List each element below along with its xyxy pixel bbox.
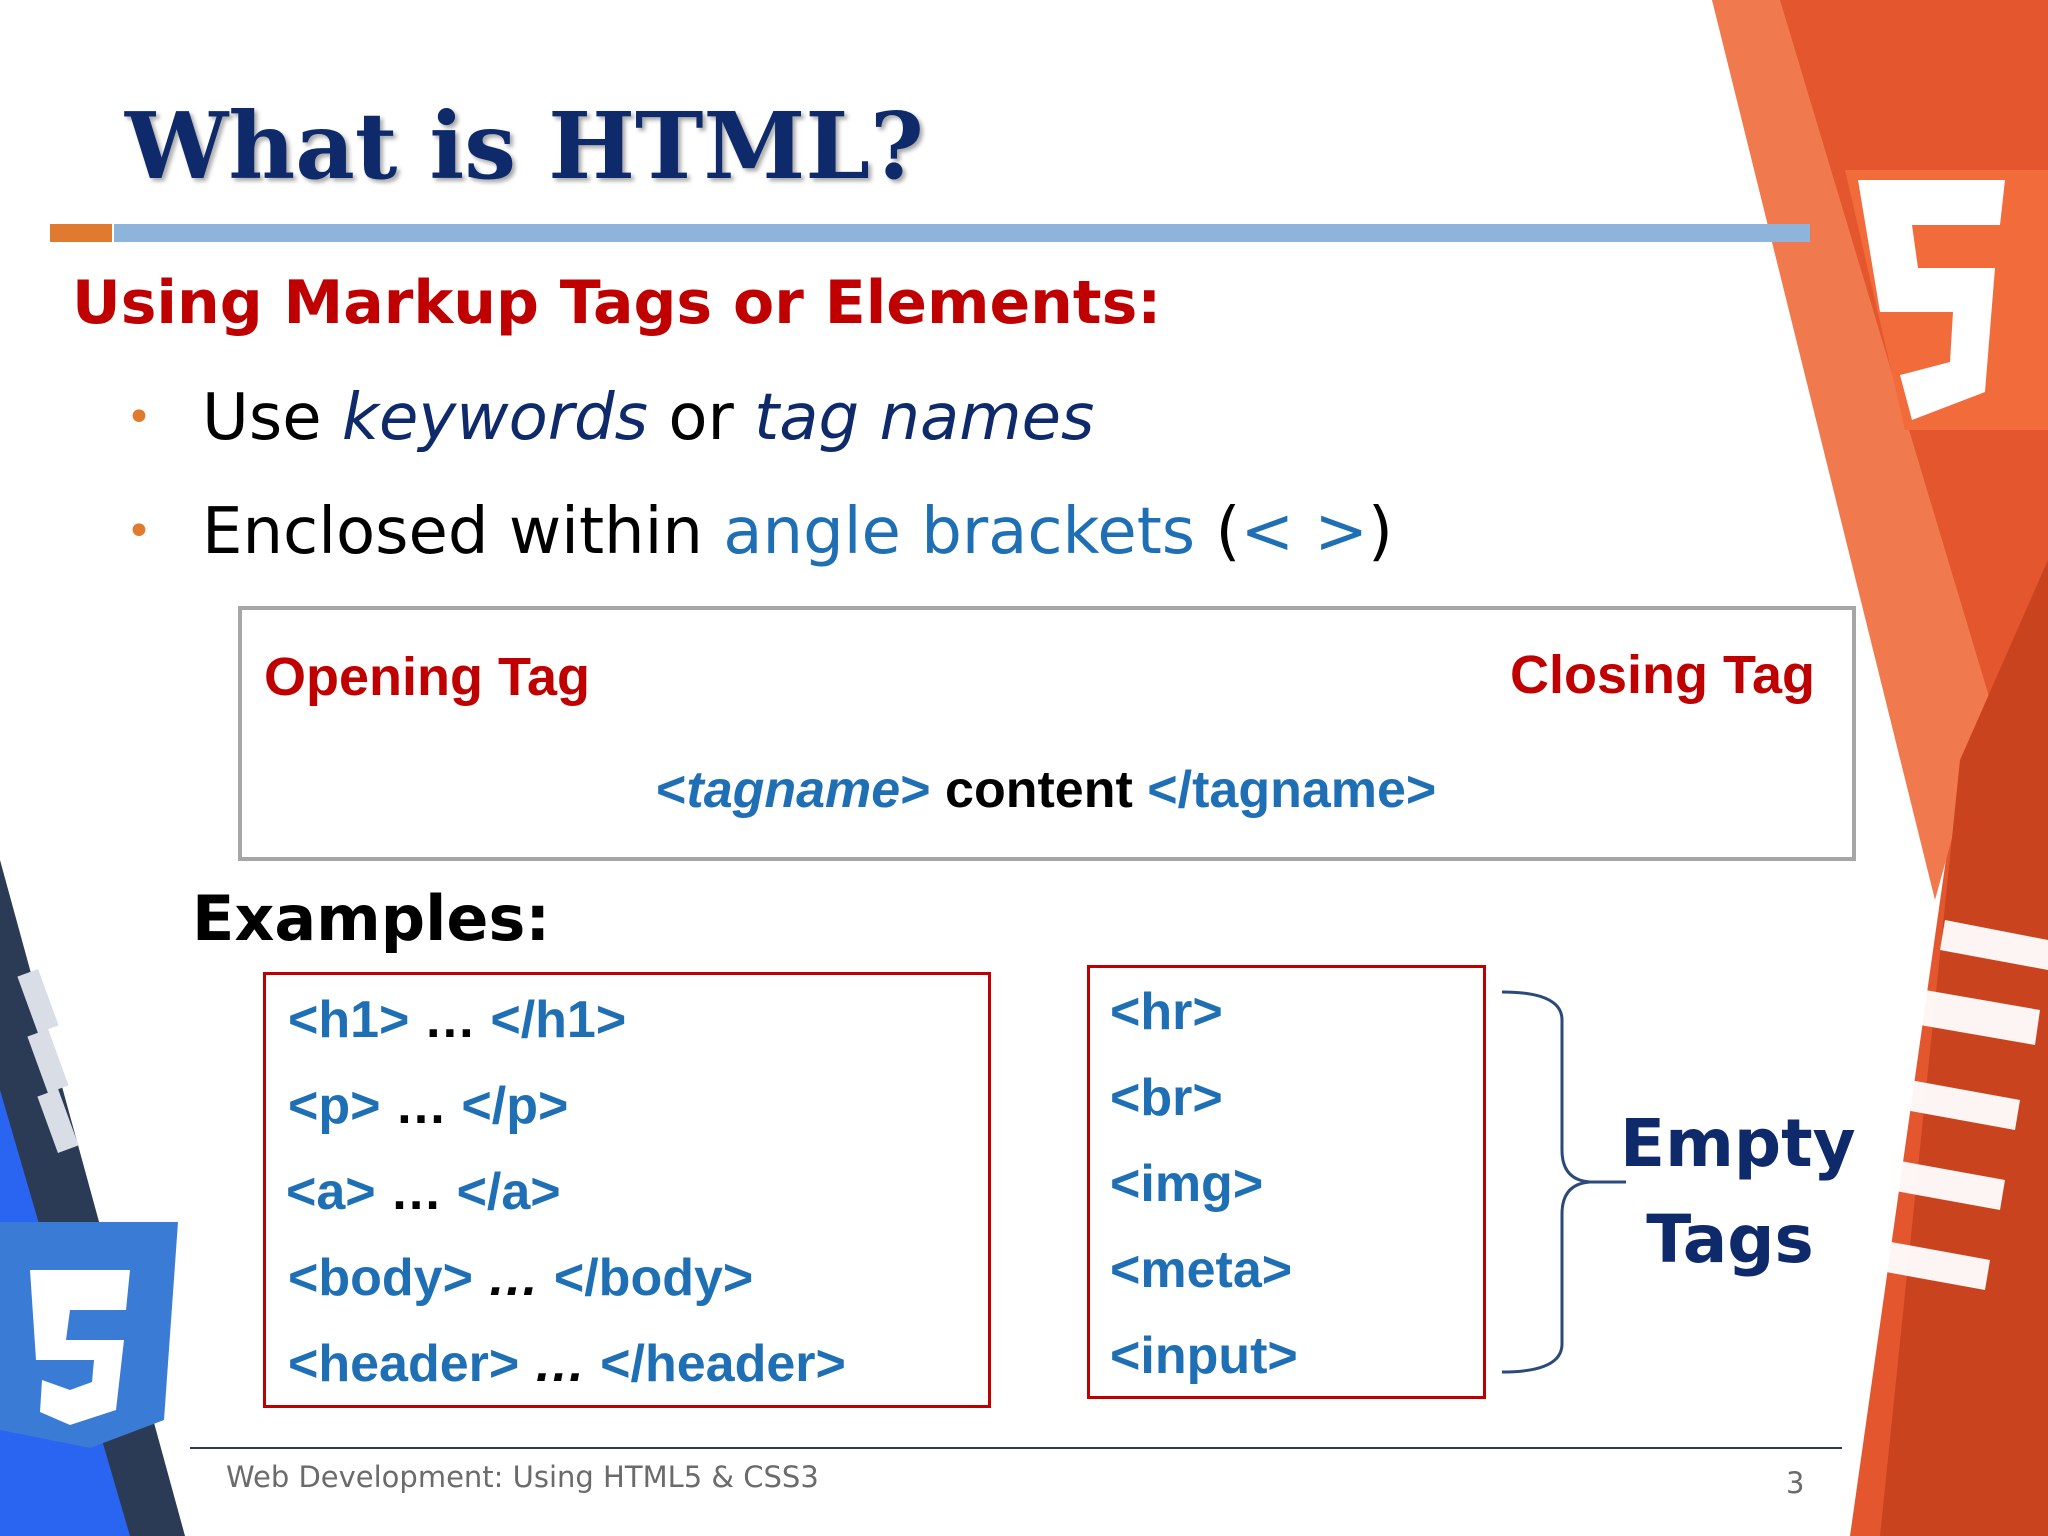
empty-tags-label-line1: Empty — [1620, 1105, 1856, 1182]
close-tag: </body> — [553, 1249, 754, 1307]
tag-syntax-example: <tagname> content </tagname> — [656, 764, 1436, 816]
css3-shield-icon — [0, 1222, 178, 1448]
empty-tags-label-line2: Tags — [1646, 1201, 1814, 1278]
ellipsis: … — [472, 1249, 554, 1307]
title-rule-accent — [50, 224, 112, 242]
bullet-text: or — [648, 381, 755, 455]
html5-shield-icon — [1845, 170, 2048, 430]
bullet-list: • Use keywords or tag names • Enclosed w… — [120, 378, 1393, 606]
ellipsis: … — [375, 1163, 457, 1221]
paired-tags-box — [263, 972, 991, 1408]
open-tag: <a> — [286, 1163, 376, 1221]
opening-tag-label: Opening Tag — [264, 647, 590, 707]
open-tag: <header> — [288, 1335, 520, 1393]
bullet-text: Use — [202, 381, 342, 455]
tag-content: content — [945, 761, 1133, 819]
bullet-text: ) — [1368, 495, 1393, 569]
paired-tag-example: <a> … </a> — [286, 1166, 561, 1218]
bullet-keyword: tag names — [754, 381, 1095, 455]
css3-wordmark — [17, 969, 79, 1153]
close-tag: </a> — [456, 1163, 561, 1221]
bullet-highlight: angle brackets — [723, 495, 1196, 569]
paired-tag-example: <body> … </body> — [288, 1252, 753, 1304]
bullet-text: ( — [1195, 495, 1241, 569]
html5-wordmark — [1875, 920, 2048, 1290]
bullet-item: • Enclosed within angle brackets (< >) — [120, 492, 1393, 606]
tag-syntax-box — [238, 606, 1856, 861]
close-tag: </p> — [461, 1077, 569, 1135]
empty-tag-example: <input> — [1110, 1327, 1298, 1385]
html5-banner-dark — [1880, 560, 2048, 1536]
footer-course-title: Web Development: Using HTML5 & CSS3 — [226, 1460, 819, 1494]
open-tag: <p> — [288, 1077, 381, 1135]
slide-title: What is HTML? — [125, 92, 924, 200]
empty-tag-example: <img> — [1110, 1155, 1264, 1213]
empty-tag-example: <hr> — [1110, 983, 1223, 1041]
opening-tag-gt: > — [900, 761, 931, 819]
open-tag: <h1> — [288, 991, 410, 1049]
section-subtitle: Using Markup Tags or Elements: — [72, 268, 1162, 338]
paired-tag-example: <h1> … </h1> — [288, 994, 626, 1046]
close-tag: </header> — [600, 1335, 846, 1393]
empty-tags-label: Empty Tags — [1620, 1096, 1856, 1288]
bullet-dot-icon: • — [126, 392, 152, 443]
bullet-keyword: keywords — [341, 381, 648, 455]
ellipsis: … — [380, 1077, 462, 1135]
empty-tag-example: <meta> — [1110, 1241, 1293, 1299]
close-tag: </h1> — [490, 991, 627, 1049]
empty-tag-example: <br> — [1110, 1069, 1223, 1127]
open-tag: <body> — [288, 1249, 473, 1307]
opening-tag-name: tagname — [686, 761, 901, 819]
ellipsis: … — [409, 991, 491, 1049]
examples-heading: Examples: — [192, 882, 551, 955]
opening-tag-lt: < — [656, 761, 687, 819]
paired-tag-example: <p> … </p> — [288, 1080, 568, 1132]
footer-rule — [190, 1447, 1842, 1449]
bullet-item: • Use keywords or tag names — [120, 378, 1393, 492]
closing-tag: </tagname> — [1147, 761, 1437, 819]
paired-tag-example: <header> … </header> — [288, 1338, 846, 1390]
title-rule — [114, 224, 1810, 242]
closing-tag-label: Closing Tag — [1510, 645, 1815, 705]
empty-tags-box — [1087, 965, 1486, 1399]
page-number: 3 — [1786, 1466, 1805, 1500]
bullet-highlight: < > — [1240, 495, 1369, 569]
bullet-dot-icon: • — [126, 506, 152, 557]
bullet-text: Enclosed within — [202, 495, 724, 569]
empty-tags-brace — [1501, 990, 1626, 1374]
ellipsis: … — [519, 1335, 601, 1393]
